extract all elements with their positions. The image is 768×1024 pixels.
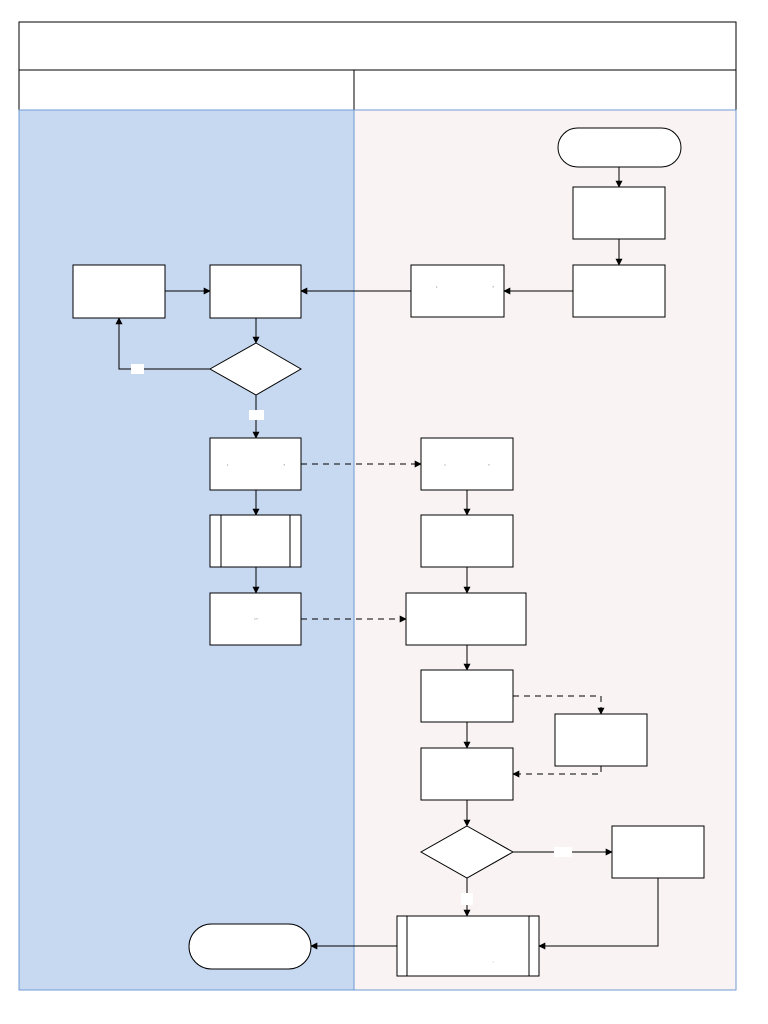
step-9-label: “ ”: [254, 617, 258, 622]
step-10-box: [420, 514, 514, 568]
step-3-label: “ ”: [436, 285, 495, 290]
connector-step15-step16: [538, 878, 659, 950]
step-16-box: [396, 915, 540, 977]
step-6-box: [209, 437, 302, 491]
step-1-box: [572, 186, 666, 240]
step-15-box: [611, 825, 705, 879]
decision-1-no-tag: [131, 364, 144, 374]
decision-2-no-tag: [461, 893, 473, 905]
lane-header-left: [18, 69, 355, 111]
step-11-box: [405, 592, 527, 646]
step-14-box: [420, 747, 514, 801]
header-title-box: [18, 21, 737, 71]
step-6-label: “ ”: [227, 463, 286, 468]
step-16-label: ,: [492, 958, 493, 963]
lane-frame: [18, 109, 737, 991]
decision-1-diamond: [208, 342, 302, 396]
connector-step12-step13: [513, 695, 605, 715]
step-7-box: [420, 437, 514, 491]
lane-header-right: [353, 69, 737, 111]
step-9-box: [209, 592, 302, 646]
decision-2-diamond: [419, 825, 515, 879]
step-8-box: [209, 514, 302, 568]
connector-step13-step14: [512, 766, 602, 778]
step-2-box: [572, 264, 666, 318]
decision-1-yes-tag: [249, 410, 264, 420]
end-terminator: [188, 923, 312, 970]
dashed-connectors: [301, 460, 605, 778]
step-7-label: “ ”: [445, 463, 491, 468]
decision-2-yes-tag: [554, 847, 572, 857]
step-13-box: [554, 713, 648, 767]
step-5-box: [209, 264, 302, 319]
connector-decision1-no-step4: [115, 317, 210, 370]
step-12-box: [420, 669, 514, 723]
step-4-box: [72, 264, 166, 319]
start-terminator: [557, 127, 682, 168]
step-3-box: [410, 264, 505, 318]
lane-left: [19, 110, 354, 990]
